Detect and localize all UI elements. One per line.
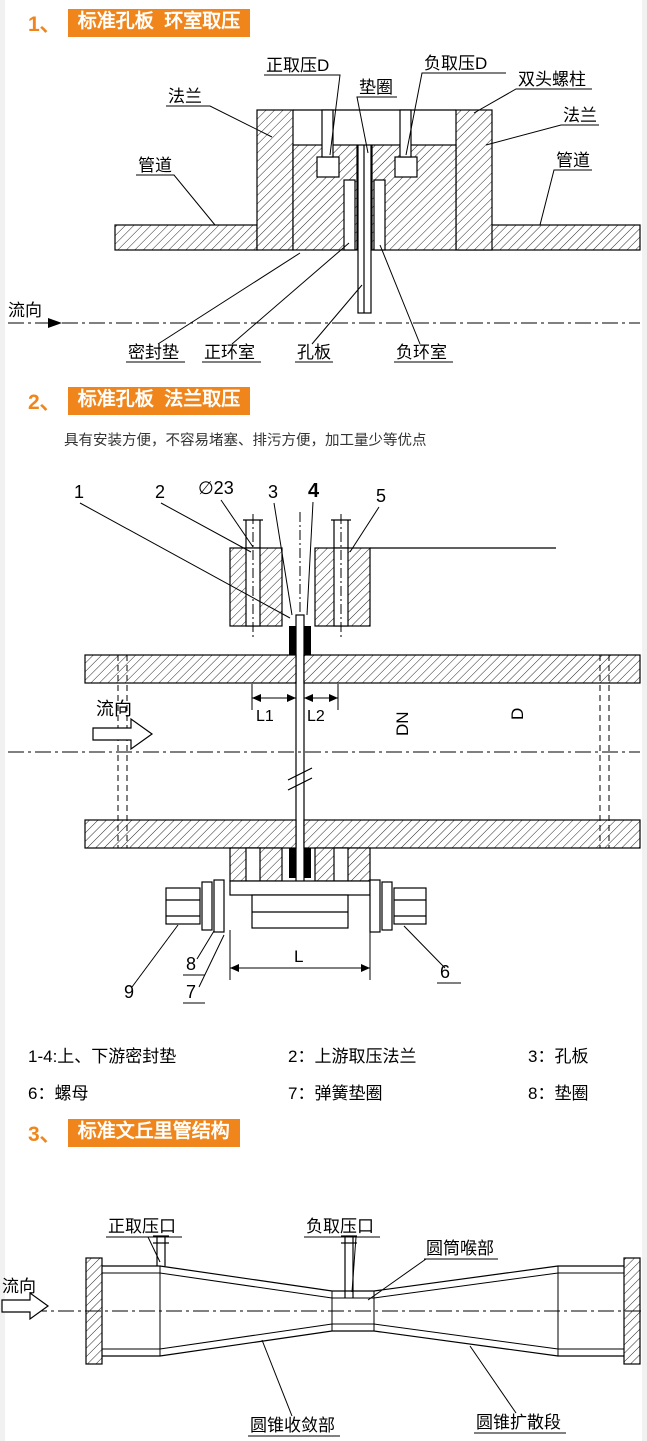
annular-chamber-tapping-diagram: 法兰 正取压D 垫圈 负取压D 双头螺柱 法兰 管道 管道 流向 密封垫 正环室: [8, 54, 641, 363]
section1-title-badge: 标准孔板 环室取压: [67, 8, 251, 38]
label-neg-chamber: 负环室: [396, 343, 447, 362]
section3-title-badge: 标准文丘里管结构: [67, 1118, 240, 1148]
flow-block-arrow-icon: [92, 717, 154, 751]
diagram2-callouts: 1 2 ∅23 3 4 5 9 8 7 6 流向: [74, 478, 461, 1004]
label-flow-direction: 流向: [8, 301, 42, 320]
callout-3: 3: [268, 482, 278, 502]
callout-8: 8: [186, 954, 196, 974]
flange-tapping-diagram: L1 L2 L DN D 1 2 ∅23 3 4 5 9 8: [8, 478, 641, 1004]
leader-stud: [473, 88, 592, 114]
legend-row-2: 6：螺母 7：弹簧垫圈 8：垫圈: [0, 1079, 647, 1105]
section2-subtitle: 具有安装方便，不容易堵塞、排污方便，加工量少等优点: [64, 433, 427, 449]
dim-D: D: [508, 708, 527, 720]
page-left-margin: [0, 0, 5, 1441]
label-flange-left: 法兰: [168, 87, 202, 106]
dim-DN: DN: [393, 711, 412, 736]
orifice-plate-assembly: [357, 144, 372, 314]
label-pos-tap: 正取压D: [266, 56, 329, 75]
section1-header: 1、 标准孔板 环室取压: [28, 8, 251, 38]
leader-pipe-right: [539, 169, 592, 226]
label-convergent: 圆锥收敛部: [250, 1416, 335, 1435]
bolt-head: [165, 887, 201, 925]
callout-4: 4: [308, 480, 320, 502]
callout-1: 1: [74, 482, 84, 502]
leader-neg-chamber: [379, 244, 421, 345]
venturi-body: [4, 1257, 642, 1365]
label-seal-gasket: 密封垫: [128, 343, 179, 362]
label-neg-tap: 负取压D: [424, 54, 487, 73]
section3-header: 3、 标准文丘里管结构: [28, 1118, 240, 1148]
leader-pipe-left: [136, 174, 216, 226]
section2-title-badge: 标准孔板 法兰取压: [67, 386, 251, 416]
washer: [213, 879, 225, 933]
label-stud: 双头螺柱: [518, 70, 586, 89]
diagram1-callouts: 法兰 正取压D 垫圈 负取压D 双头螺柱 法兰 管道 管道 流向 密封垫 正环室: [8, 54, 599, 363]
nut: [393, 887, 427, 925]
dimensions: L1 L2 L DN D: [229, 684, 527, 980]
section2-number: 2、: [28, 391, 61, 414]
callout-dia23: ∅23: [198, 478, 234, 498]
annular-chambers: [292, 109, 457, 251]
pipe: [8, 654, 641, 849]
lower-flange-assembly: [165, 847, 427, 933]
label-washer: 垫圈: [359, 78, 393, 97]
legend-item-1-4: 1-4:上、下游密封垫: [28, 1047, 177, 1066]
dim-L2: L2: [307, 708, 325, 725]
page-right-margin: [642, 0, 647, 1441]
label-divergent: 圆锥扩散段: [476, 1413, 561, 1432]
leader-pos-tap: [264, 74, 341, 156]
leader-flange-left: [166, 105, 273, 138]
label-neg-port: 负取压口: [306, 1217, 374, 1236]
callout-6: 6: [440, 962, 450, 982]
leader-seal-gasket: [157, 252, 301, 345]
callout-7: 7: [186, 982, 196, 1002]
pressure-taps: [153, 1235, 357, 1298]
upper-tap-flanges: [229, 514, 556, 640]
label-pos-port: 正取压口: [108, 1217, 176, 1236]
dim-L: L: [294, 947, 303, 966]
diagram3-callouts: 正取压口 负取压口 圆筒喉部 流向 圆锥收敛部 圆锥扩散段: [1, 1217, 566, 1437]
leader-neg-tap: [405, 72, 506, 156]
leader-flange-right: [485, 124, 599, 146]
label-flange-right: 法兰: [563, 106, 597, 125]
flow-block-arrow-icon: [1, 1291, 50, 1321]
section1-number: 1、: [28, 13, 61, 36]
section2-header: 2、 标准孔板 法兰取压: [28, 386, 251, 416]
legend-item-2: 2：上游取压法兰: [288, 1047, 417, 1066]
venturi-tube-diagram: 正取压口 负取压口 圆筒喉部 流向 圆锥收敛部 圆锥扩散段: [1, 1217, 642, 1437]
callout-2: 2: [155, 482, 165, 502]
leader-washer: [356, 96, 397, 154]
spring-washer: [201, 881, 213, 931]
callout-9: 9: [124, 982, 134, 1002]
label-pos-chamber: 正环室: [204, 343, 255, 362]
legend-item-8: 8：垫圈: [528, 1084, 589, 1103]
flow-arrowhead-icon: [48, 318, 62, 328]
label-pipe-right: 管道: [556, 151, 590, 170]
callout-5: 5: [376, 486, 386, 506]
leader-orifice-plate: [311, 284, 363, 345]
leader-pos-chamber: [231, 242, 350, 345]
legend-item-3: 3：孔板: [528, 1047, 589, 1066]
dim-L1: L1: [256, 708, 274, 725]
legend-item-6: 6：螺母: [28, 1084, 89, 1103]
section3-number: 3、: [28, 1123, 61, 1146]
legend-item-7: 7：弹簧垫圈: [288, 1084, 383, 1103]
label-flow-direction: 流向: [2, 1277, 36, 1296]
label-pipe-left: 管道: [138, 156, 172, 175]
flanges: [256, 109, 493, 251]
legend-row-1: 1-4:上、下游密封垫 2：上游取压法兰 3：孔板: [0, 1042, 647, 1068]
label-orifice-plate: 孔板: [297, 343, 331, 362]
label-throat: 圆筒喉部: [426, 1239, 494, 1258]
label-flow-direction: 流向: [96, 699, 132, 719]
